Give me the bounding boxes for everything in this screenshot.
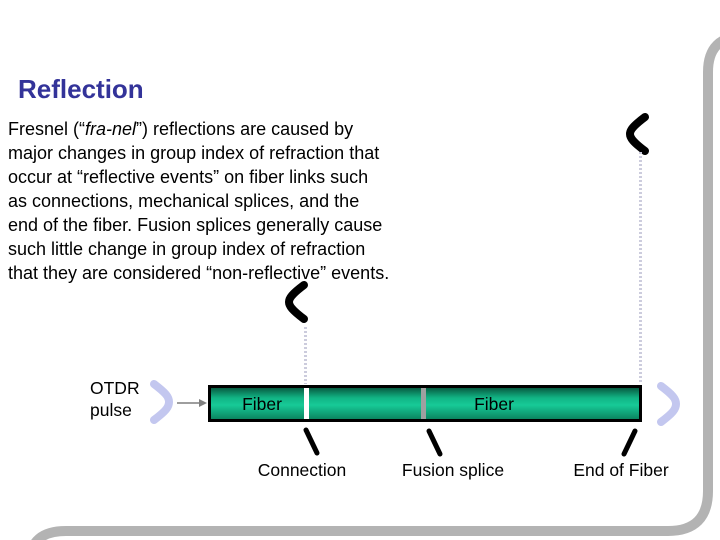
arrow-right-icon	[177, 399, 207, 407]
pulse-chevron-icon	[657, 382, 680, 426]
end-of-fiber-label: End of Fiber	[573, 460, 669, 480]
otdr-label-line: OTDR	[90, 378, 140, 398]
fusion-splice-tick-icon	[426, 428, 443, 457]
body-paragraph: Fresnel (“fra-nel”) reflections are caus…	[8, 117, 389, 285]
otdr-label-line: pulse	[90, 400, 132, 420]
connection-divider	[304, 388, 309, 419]
connection-label: Connection	[257, 460, 347, 480]
connection-tick-icon	[303, 427, 320, 456]
fusion-splice-divider	[421, 388, 426, 419]
body-line: as connections, mechanical splices, and …	[8, 191, 360, 211]
body-line: end of the fiber. Fusion splices general…	[8, 215, 383, 235]
body-line: occur at “reflective events” on fiber li…	[8, 167, 369, 187]
page-title: Reflection	[18, 74, 144, 104]
otdr-pulse-label: OTDR pulse	[90, 377, 140, 421]
body-line: such little change in group index of ref…	[8, 239, 366, 259]
dotted-line-end-of-fiber	[639, 152, 642, 383]
pulse-chevron-icon	[150, 380, 173, 424]
body-line: major changes in group index of refracti…	[8, 143, 380, 163]
body-line: that they are considered “non-reflective…	[8, 263, 390, 283]
reflection-chevron-icon	[626, 113, 649, 155]
fusion-splice-label: Fusion splice	[401, 460, 505, 480]
reflection-chevron-icon	[285, 281, 308, 323]
dotted-line-connection	[304, 327, 307, 384]
end-of-fiber-tick-icon	[621, 428, 638, 457]
body-line: Fresnel (“fra-nel”) reflections are caus…	[8, 119, 354, 139]
fiber-segment-2-label: Fiber	[474, 394, 514, 414]
fiber-segment-1-label: Fiber	[242, 394, 282, 414]
